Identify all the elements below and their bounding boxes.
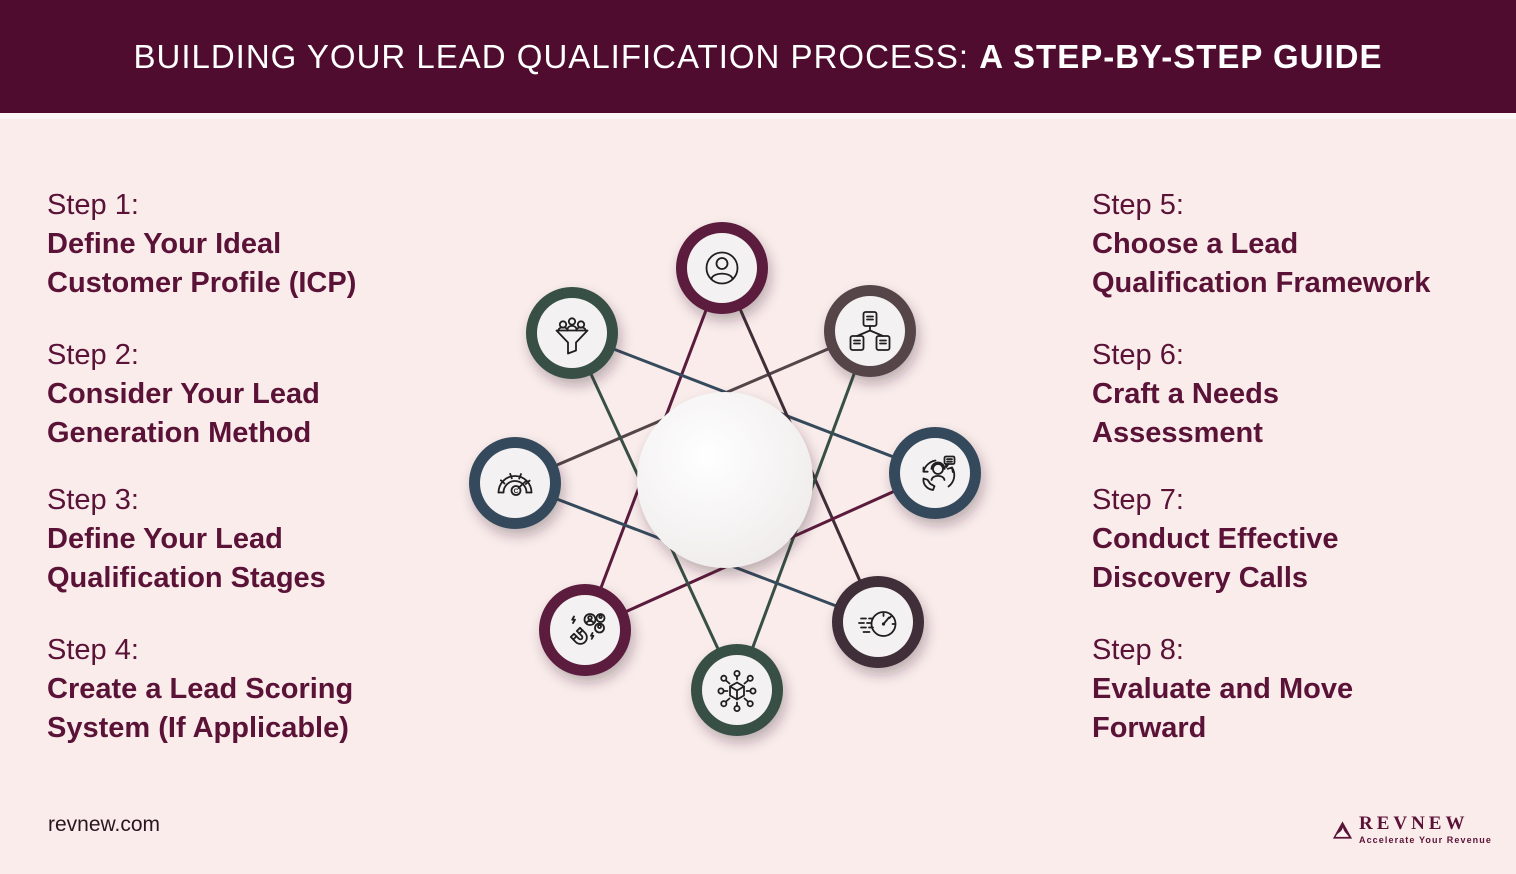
node-disc: [843, 587, 913, 657]
process-diagram: C: [430, 190, 1010, 770]
step-title: Define Your Ideal Customer Profile (ICP): [47, 228, 357, 299]
funnel-icon: [555, 317, 589, 355]
node-disc: [537, 298, 607, 368]
diagram-node-bottom-left: [539, 584, 631, 676]
step-item-7: Step 7: Conduct Effective Discovery Call…: [1092, 481, 1502, 598]
logo-tagline: Accelerate Your Revenue: [1358, 835, 1492, 845]
step-item-6: Step 6: Craft a Needs Assessment: [1092, 336, 1502, 453]
step-label: Step 2:: [47, 339, 139, 371]
header-divider: [0, 113, 1516, 119]
step-label: Step 5:: [1092, 189, 1184, 221]
step-item-3: Step 3: Define Your Lead Qualification S…: [47, 481, 467, 598]
node-disc: [550, 595, 620, 665]
center-hub: [637, 392, 813, 568]
step-item-5: Step 5: Choose a Lead Qualification Fram…: [1092, 186, 1502, 303]
step-item-8: Step 8: Evaluate and Move Forward: [1092, 631, 1502, 748]
step-label: Step 1:: [47, 189, 139, 221]
logo-name: REVNEW: [1358, 813, 1469, 834]
diagram-node-top: [676, 222, 768, 314]
website-url: revnew.com: [48, 813, 161, 836]
step-item-1: Step 1: Define Your Ideal Customer Profi…: [47, 186, 467, 303]
steps-left-column: Step 1: Define Your Ideal Customer Profi…: [47, 0, 467, 874]
step-title: Create a Lead Scoring System (If Applica…: [47, 673, 354, 744]
steps-right-column: Step 5: Choose a Lead Qualification Fram…: [1092, 0, 1502, 874]
node-disc: [480, 448, 550, 518]
step-label: Step 7:: [1092, 484, 1184, 516]
gauge-icon: C: [497, 473, 533, 496]
step-title: Define Your Lead Qualification Stages: [47, 523, 326, 594]
step-label: Step 8:: [1092, 634, 1184, 666]
step-title: Consider Your Lead Generation Method: [47, 378, 320, 449]
diagram-nodes: C: [469, 222, 981, 736]
step-item-2: Step 2: Consider Your Lead Generation Me…: [47, 336, 467, 453]
page-title-regular: BUILDING YOUR LEAD QUALIFICATION PROCESS…: [133, 37, 980, 75]
diagram-node-top-left: [526, 287, 618, 379]
magnet-icon: [569, 613, 606, 645]
revnew-logo-text: REVNEW Accelerate Your Revenue: [1359, 814, 1492, 846]
revnew-logo-mark: [1332, 821, 1353, 839]
svg-text:C: C: [514, 488, 519, 495]
step-title: Evaluate and Move Forward: [1092, 673, 1354, 744]
page-title: BUILDING YOUR LEAD QUALIFICATION PROCESS…: [133, 38, 1382, 76]
page-title-bold: A STEP-BY-STEP GUIDE: [979, 37, 1383, 75]
diagram-node-right: [889, 427, 981, 519]
support-call-icon: [922, 455, 956, 491]
step-title: Conduct Effective Discovery Calls: [1092, 523, 1339, 594]
diagram-node-bottom-right: [832, 576, 924, 668]
diagram-node-left: C: [469, 437, 561, 529]
speed-icon: [858, 611, 897, 637]
diagram-node-top-right: [824, 285, 916, 377]
step-item-4: Step 4: Create a Lead Scoring System (If…: [47, 631, 467, 748]
revnew-logo: REVNEW Accelerate Your Revenue: [1332, 804, 1492, 856]
framework-icon: [849, 311, 891, 351]
user-icon: [705, 251, 739, 285]
center-circle: [637, 392, 813, 568]
step-label: Step 3:: [47, 484, 139, 516]
network-cube-icon: [717, 670, 757, 713]
step-label: Step 4:: [47, 634, 139, 666]
process-diagram-svg: C: [469, 222, 981, 736]
step-label: Step 6:: [1092, 339, 1184, 371]
diagram-node-bottom: [691, 644, 783, 736]
step-title: Choose a Lead Qualification Framework: [1092, 228, 1431, 299]
header-bar: BUILDING YOUR LEAD QUALIFICATION PROCESS…: [0, 0, 1516, 113]
node-disc: [687, 233, 757, 303]
step-title: Craft a Needs Assessment: [1092, 378, 1279, 449]
